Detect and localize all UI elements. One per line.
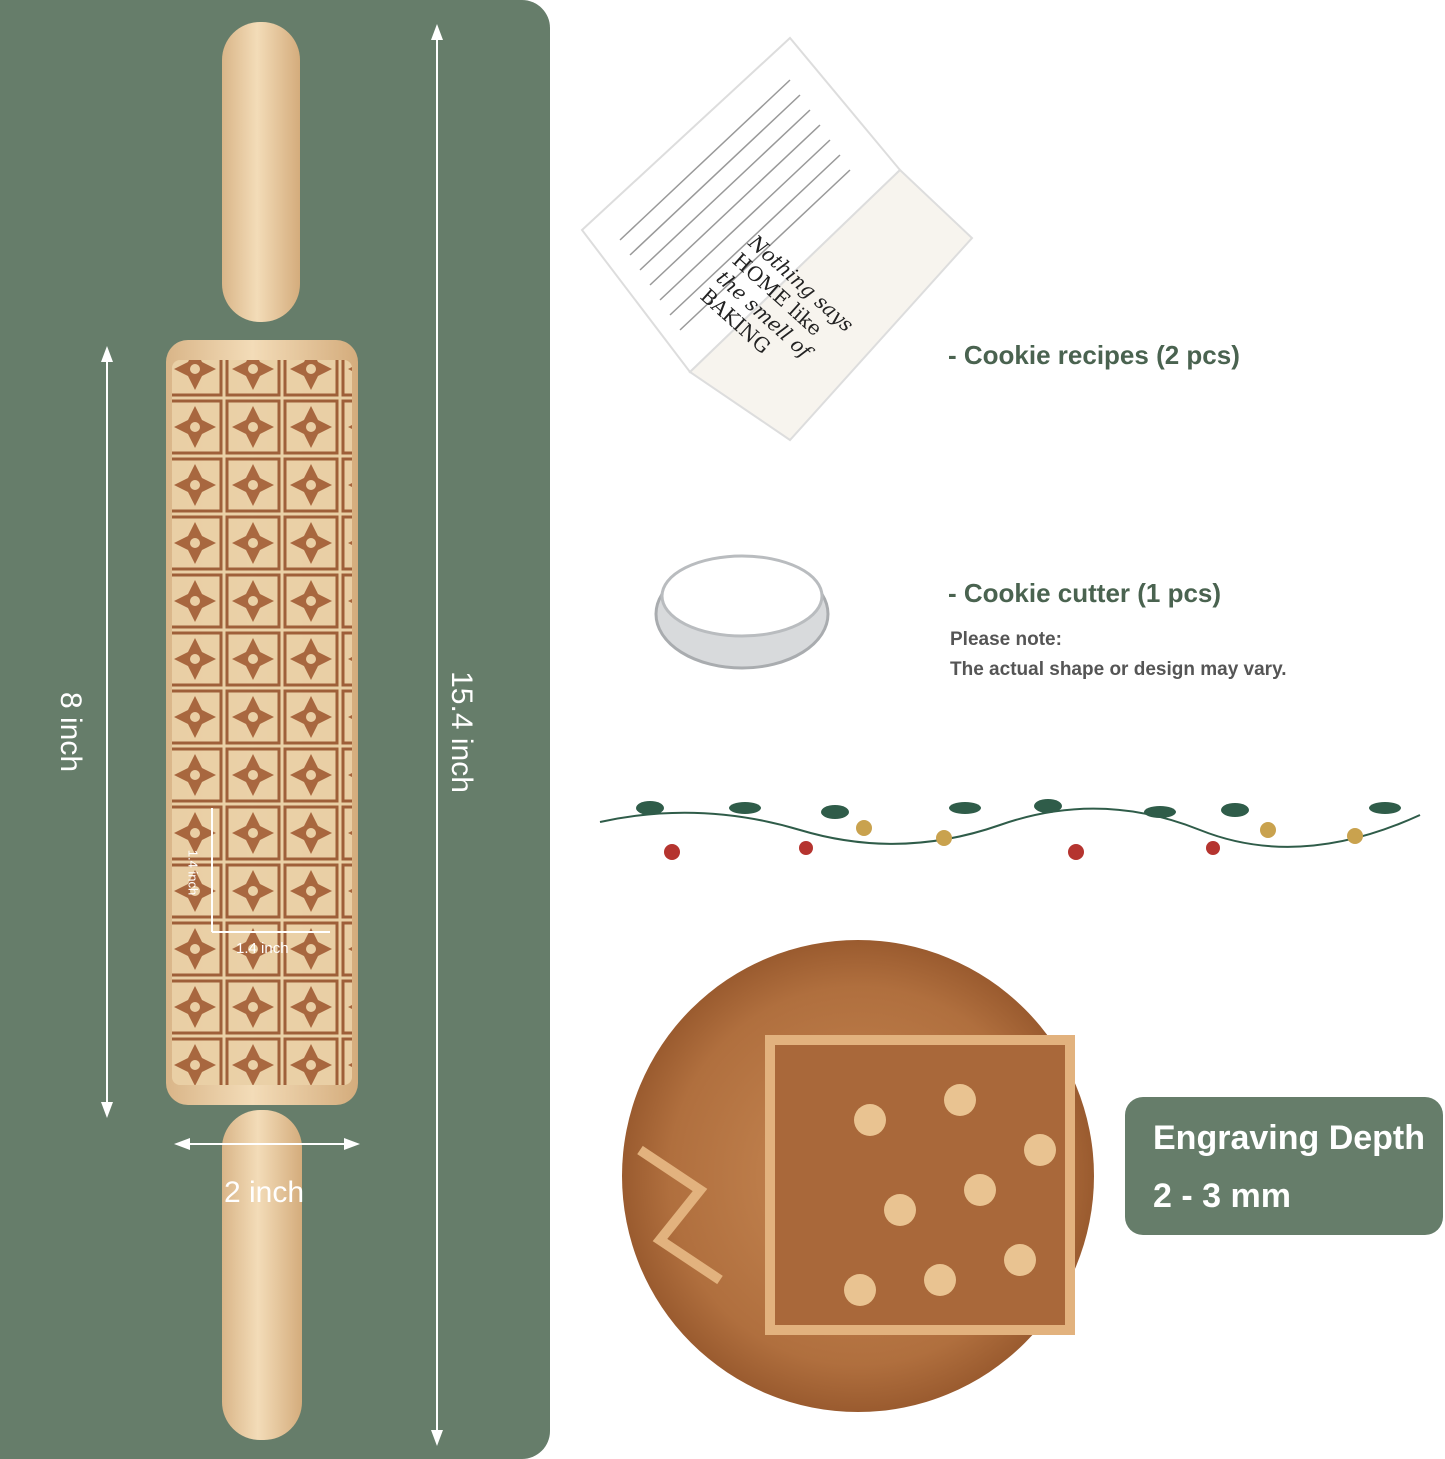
- cookie-cutter: [654, 554, 830, 670]
- recipe-booklet: [580, 36, 974, 442]
- note-block: Please note: The actual shape or design …: [950, 625, 1287, 685]
- tile-width-label: 1.4 inch: [236, 940, 289, 957]
- pattern-length-label: 8 inch: [54, 691, 88, 773]
- note-body: The actual shape or design may vary.: [950, 659, 1287, 680]
- recipes-label: - Cookie recipes (2 pcs): [948, 340, 1240, 370]
- roller-pattern: [172, 360, 352, 1085]
- cutter-label: - Cookie cutter (1 pcs): [948, 578, 1222, 608]
- bottom-handle: [222, 1110, 302, 1440]
- badge-title: Engraving Depth: [1153, 1119, 1426, 1157]
- total-length-label: 15.4 inch: [444, 671, 478, 793]
- top-handle: [222, 22, 300, 322]
- note-title: Please note:: [950, 629, 1062, 650]
- holly-garland: [599, 799, 1421, 860]
- engraving-depth-badge: Engraving Depth 2 - 3 mm: [1125, 1097, 1443, 1235]
- diameter-label: 2 inch: [224, 1176, 305, 1209]
- badge-value: 2 - 3 mm: [1153, 1177, 1291, 1215]
- tile-height-label: 1.4 inch: [185, 849, 201, 896]
- engraving-closeup: [622, 940, 1094, 1412]
